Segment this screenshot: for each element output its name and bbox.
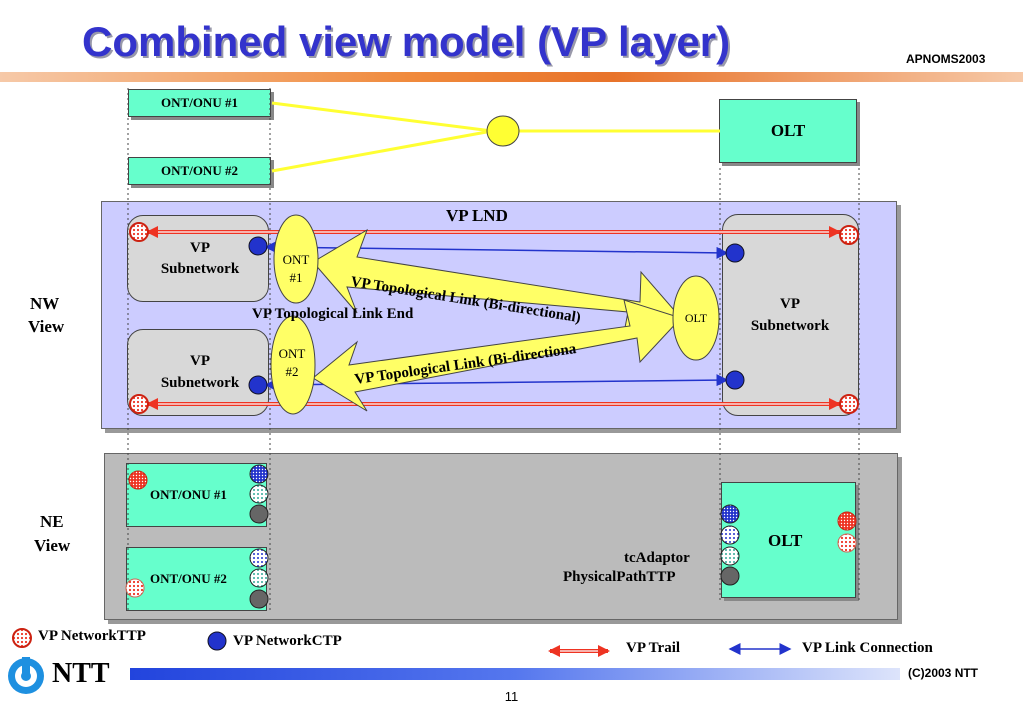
subnet-a-label-2: Subnetwork — [160, 261, 240, 277]
ne-ctp-point — [249, 548, 269, 568]
ne-ctp-point — [720, 525, 740, 545]
subnet-a-label-1: VP — [190, 240, 210, 256]
vp-network-ttp — [129, 222, 149, 242]
ne-view-label-1: NE — [40, 512, 64, 531]
legend-trail-icon — [548, 645, 610, 657]
ntt-logo-text: NTT — [52, 658, 110, 689]
ont2-ellipse-label-1: ONT — [278, 346, 306, 361]
ont-onu-2-box: ONT/ONU #2 — [128, 157, 271, 185]
ne-ctp-point — [249, 464, 269, 484]
ne-olt-label: OLT — [768, 531, 803, 550]
footer-bar — [130, 668, 900, 680]
subnet-olt-label-2: Subnetwork — [750, 318, 830, 334]
ne-ont-onu-1-box — [126, 463, 267, 527]
vp-subnetwork-olt — [722, 214, 859, 416]
ont-onu-2-label: ONT/ONU #2 — [161, 163, 238, 178]
ont2-ellipse — [270, 315, 316, 415]
vp-network-ctp — [248, 375, 268, 395]
ne-ont-onu-1-label: ONT/ONU #1 — [150, 487, 227, 502]
legend-trail-label: VP Trail — [626, 640, 681, 656]
legend-ttp-label: VP NetworkTTP — [38, 628, 146, 644]
vp-trail-top — [146, 226, 841, 238]
ne-ont-onu-2-label: ONT/ONU #2 — [150, 571, 227, 586]
olt-ellipse-label: OLT — [684, 311, 708, 325]
subnet-b-label-2: Subnetwork — [160, 375, 240, 391]
ont1-ellipse-label-2: #1 — [289, 270, 303, 285]
ont2-ellipse-label-2: #2 — [285, 364, 299, 379]
ne-ttp-point — [125, 578, 145, 598]
copyright: (C)2003 NTT — [908, 666, 979, 680]
splitter-node — [486, 115, 520, 147]
vp-lnd-label: VP LND — [446, 206, 508, 225]
legend-ctp-icon — [207, 631, 227, 651]
conference-label: APNOMS2003 — [906, 52, 986, 66]
vp-subnetwork-b — [127, 329, 269, 416]
tc-adaptor-label: tcAdaptor — [624, 550, 690, 566]
legend-ttp-icon — [12, 628, 32, 648]
ne-ctp-point — [720, 504, 740, 524]
ont1-ellipse — [273, 214, 319, 304]
ne-ont-onu-2-box — [126, 547, 267, 611]
page-number: 11 — [504, 689, 519, 704]
olt-top-label: OLT — [770, 121, 806, 140]
subnet-olt-label-1: VP — [780, 296, 800, 312]
vp-network-ttp — [839, 394, 859, 414]
olt-top-box: OLT — [719, 99, 857, 163]
header-bar — [0, 72, 1023, 82]
ne-olt-box — [721, 482, 856, 598]
ont-onu-1-box: ONT/ONU #1 — [128, 89, 271, 117]
vp-network-ctp — [725, 370, 745, 390]
legend-ctp-label: VP NetworkCTP — [233, 633, 342, 649]
ne-tc-adaptor-point — [249, 484, 269, 504]
nw-view-label-1: NW — [30, 294, 60, 313]
ne-ttp-point — [837, 511, 857, 531]
ont-onu-1-label: ONT/ONU #1 — [161, 95, 238, 110]
subnet-b-label-1: VP — [190, 353, 210, 369]
olt-ellipse — [672, 275, 720, 361]
ne-tc-adaptor-point — [249, 568, 269, 588]
ne-physical-path-point — [249, 589, 269, 609]
ntt-logo-icon — [8, 657, 44, 694]
vp-network-ctp — [248, 236, 268, 256]
legend-link-label: VP Link Connection — [802, 640, 933, 656]
vp-network-ctp — [725, 243, 745, 263]
vp-trail-bottom — [146, 398, 841, 410]
vp-subnetwork-a — [127, 215, 269, 302]
link-end-label: VP Topological Link End — [252, 306, 414, 322]
vp-network-ttp — [839, 225, 859, 245]
physical-path-label: PhysicalPathTTP — [563, 569, 676, 585]
nw-view-label-2: View — [28, 317, 65, 336]
page-title: Combined view model (VP layer) — [82, 18, 731, 65]
ne-ttp-point — [837, 533, 857, 553]
splitter-lines — [271, 101, 720, 173]
ne-ttp-point — [128, 470, 148, 490]
ont1-ellipse-label-1: ONT — [282, 252, 310, 267]
ne-view-label-2: View — [34, 536, 71, 555]
ne-tc-adaptor-point — [720, 546, 740, 566]
vp-network-ttp — [129, 394, 149, 414]
ne-physical-path-point — [720, 566, 740, 586]
ne-physical-path-point — [249, 504, 269, 524]
